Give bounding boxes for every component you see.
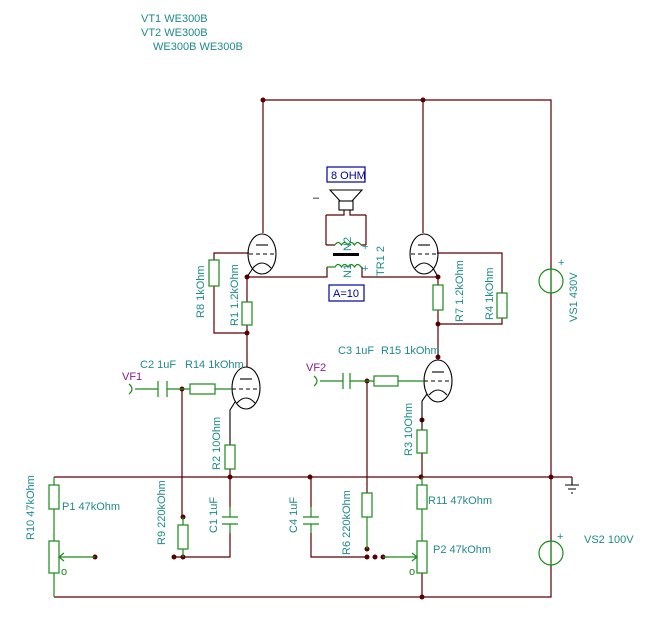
tube-type-labels: VT1 WE300B VT2 WE300B WE300B WE300B <box>141 13 243 53</box>
resistor-r14 <box>189 383 216 395</box>
potentiometer-p1 <box>48 540 60 574</box>
label-c1: C1 1uF <box>208 497 220 533</box>
speaker-icon <box>328 189 364 211</box>
speaker-impedance: 8 OHM <box>331 170 366 182</box>
label-r8: R8 1kOhm <box>195 265 207 318</box>
capacitor-c2 <box>135 381 182 397</box>
input-vf1-icon <box>128 383 133 395</box>
label-r9: R9 220kOhm <box>156 480 168 545</box>
p1-wiper-end: o <box>61 566 67 578</box>
title-label: WE300B WE300B <box>153 41 243 53</box>
title-label: VT1 WE300B <box>141 13 208 25</box>
resistor-r3 <box>416 429 428 454</box>
label-vs1: VS1 430V <box>568 272 580 322</box>
capacitor-c4 <box>303 507 319 533</box>
resistor-r6 <box>361 492 373 518</box>
ratio-box <box>328 284 365 302</box>
transformer-ratio: A=10 <box>333 288 359 300</box>
tube-vt2-output <box>409 233 439 278</box>
capacitor-c1 <box>222 507 238 533</box>
label-vs2: VS2 100V <box>584 534 634 546</box>
plus-vs2: + <box>557 531 563 543</box>
resistor-r15 <box>373 375 399 387</box>
label-vf1: VF1 <box>122 371 142 383</box>
voltage-source-vs2 <box>538 540 564 566</box>
resistor-r2 <box>224 444 236 470</box>
resistor-r10 <box>48 484 60 510</box>
label-r3: R3 10Ohm <box>403 403 415 456</box>
input-vf2-icon <box>313 375 318 387</box>
tube-vt1-output <box>246 233 277 278</box>
transformer-tr1 <box>327 241 362 269</box>
tube-driver-right <box>421 359 453 430</box>
potentiometer-p2 <box>416 540 428 574</box>
labels: N2 N1 + + TR1 2 R8 1kOhm R1 1.2kOhm R7 1… <box>25 237 634 578</box>
label-p2: P2 47kOhm <box>433 544 491 556</box>
label-tr1: TR1 2 <box>375 246 387 276</box>
label-r4: R4 1kOhm <box>484 267 496 320</box>
capacitors <box>135 373 367 533</box>
resistor-r11 <box>416 484 428 510</box>
speaker-impedance-box <box>326 166 366 183</box>
resistor-r8 <box>208 259 220 287</box>
label-r15: R15 1kOhm <box>381 345 440 357</box>
resistors <box>48 259 508 597</box>
label-r2: R2 10Ohm <box>211 417 223 470</box>
label-n1: N1 <box>342 264 354 278</box>
speaker-polarity: – <box>313 192 320 204</box>
p2-wiper-end: o <box>409 566 415 578</box>
plus-vs1: + <box>558 257 564 269</box>
capacitor-c3 <box>320 373 367 389</box>
tube-driver-left <box>229 366 261 445</box>
label-c4: C4 1uF <box>288 497 300 533</box>
ground-icon <box>565 477 579 494</box>
label-p1: P1 47kOhm <box>62 501 120 513</box>
voltage-source-vs1 <box>538 268 564 294</box>
label-r10: R10 47kOhm <box>25 475 37 540</box>
resistor-r7 <box>432 284 444 311</box>
label-r14: R14 1kOhm <box>185 359 244 371</box>
wires <box>54 99 572 598</box>
label-r6: R6 220kOhm <box>341 490 353 555</box>
label-r11: R11 47kOhm <box>428 495 492 507</box>
resistor-r9 <box>177 524 189 550</box>
label-vf2: VF2 <box>306 362 326 374</box>
resistor-r4 <box>496 292 508 319</box>
label-r7: R7 1.2kOhm <box>454 260 466 322</box>
label-c3: C3 1uF <box>338 345 374 357</box>
plus-n1: + <box>362 263 368 275</box>
title-label: VT2 WE300B <box>141 27 208 39</box>
label-r1: R1 1.2kOhm <box>229 264 241 326</box>
label-c2: C2 1uF <box>140 359 176 371</box>
label-n2: N2 <box>342 237 354 251</box>
plus-n2: + <box>362 241 368 253</box>
resistor-r1 <box>241 301 253 326</box>
